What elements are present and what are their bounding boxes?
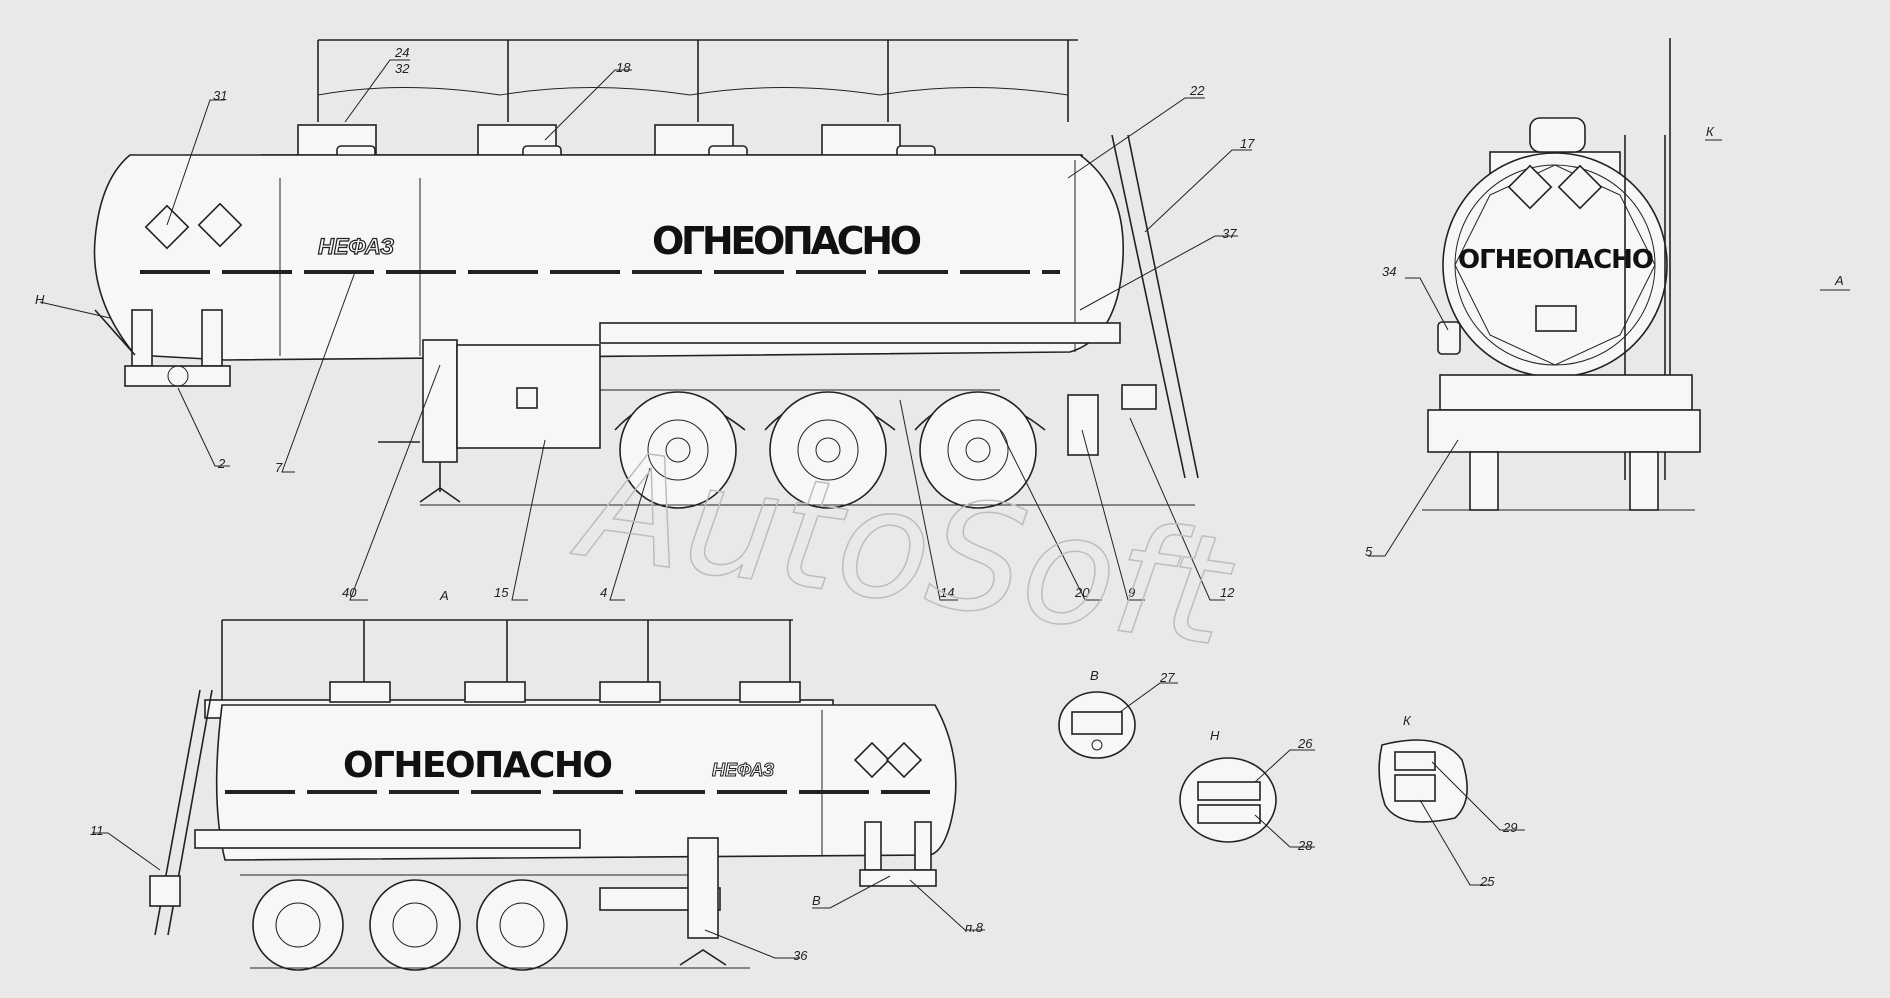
callout-2: 2 [217,456,226,471]
callout-31: 31 [213,88,227,103]
wheel [619,391,737,509]
tank-warning-text-top: ОГНЕОПАСНО [652,219,922,263]
callout-15: 15 [494,585,509,600]
watermark: AutoSoft [565,417,1243,681]
callout-29: 29 [1502,820,1517,835]
side-view-right: НЕФАЗ ОГНЕОПАСНО [93,39,1199,509]
callout-11: 11 [90,823,104,838]
callout-N: Н [35,292,45,307]
callout-12: 12 [1220,585,1235,600]
brand-logo-top: НЕФАЗ [318,234,394,259]
tank-warning-text-bottom: ОГНЕОПАСНО [343,745,613,786]
view-title-A: А [439,588,449,603]
callout-17: 17 [1240,136,1255,151]
wheel [369,879,461,971]
tank-warning-text-rear: ОГНЕОПАСНО [1458,245,1654,275]
callout-18: 18 [616,60,631,75]
callout-26: 26 [1297,736,1313,751]
callout-36: 36 [793,948,808,963]
brand-logo-bottom: НЕФАЗ [712,760,775,780]
callout-37: 37 [1222,226,1237,241]
detail-title-K: К [1403,713,1412,728]
callout-40: 40 [342,585,357,600]
callout-32: 32 [395,61,410,76]
callout-labels-top: 31 24 32 18 22 17 37 Н 2 7 40 15 4 14 20… [35,45,1255,600]
wheel [919,391,1037,509]
callouts-bottom [92,832,985,959]
callout-p8: п.8 [965,920,984,935]
rear-view: ОГНЕОПАСНО [1422,38,1850,511]
callout-27: 27 [1159,670,1175,685]
callout-7: 7 [275,460,283,475]
callout-20: 20 [1074,585,1090,600]
detail-N: Н 26 28 [1179,728,1315,853]
wheel [252,879,344,971]
detail-title-N: Н [1210,728,1220,743]
detail-B: В 27 [1058,668,1178,759]
callout-25: 25 [1479,874,1495,889]
callout-4: 4 [600,585,607,600]
wheel [769,391,887,509]
callout-5: 5 [1365,544,1373,559]
detail-K: К 29 25 [1378,713,1525,889]
callout-9: 9 [1128,585,1135,600]
callouts-top [39,59,1252,601]
rear-view-label-A: А [1834,273,1844,288]
callout-34: 34 [1382,264,1396,279]
side-view-left: А НЕФАЗ ОГНЕОПАСНО [149,588,957,971]
callout-22: 22 [1189,83,1205,98]
callout-24: 24 [394,45,409,60]
callout-B: В [812,893,821,908]
rear-view-label-K: К [1706,124,1715,139]
wheel [476,879,568,971]
callouts-rear [1368,277,1459,557]
detail-title-B: В [1090,668,1099,683]
callout-14: 14 [940,585,954,600]
callout-28: 28 [1297,838,1313,853]
